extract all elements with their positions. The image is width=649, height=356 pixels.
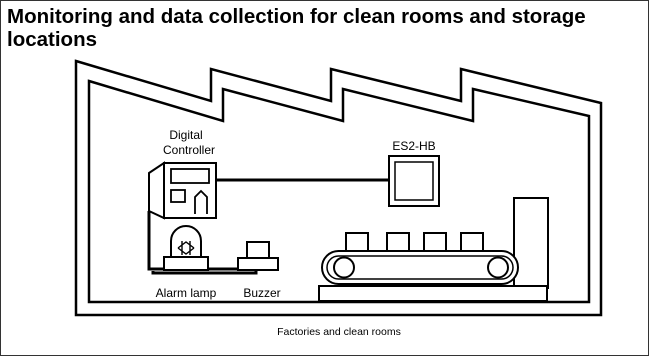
label-buzzer: Buzzer — [243, 286, 280, 300]
es2hb-device — [388, 155, 440, 207]
conveyor-platform — [318, 285, 548, 302]
conveyor-box-2 — [386, 232, 410, 252]
conveyor-box-3 — [423, 232, 447, 252]
tall-tower — [513, 197, 549, 289]
controller-display — [170, 168, 210, 184]
conveyor-machine — [318, 197, 549, 302]
buzzer-base — [237, 257, 279, 271]
label-digital: Digital — [169, 128, 202, 142]
factory-outer-wall — [74, 59, 603, 317]
figure-caption: Factories and clean rooms — [277, 326, 401, 338]
buzzer — [237, 241, 279, 271]
conveyor-left-roller — [333, 256, 355, 279]
controller-to-alarm-wire — [147, 211, 166, 271]
label-controller: Controller — [163, 143, 215, 157]
es2hb-inner — [394, 161, 434, 201]
controller-side-panel — [148, 161, 165, 220]
digital-controller — [148, 161, 217, 220]
conveyor-box-4 — [460, 232, 484, 252]
conveyor-box-1 — [345, 232, 369, 252]
conveyor-right-roller — [487, 256, 509, 279]
controller-key — [194, 189, 208, 214]
label-es2hb: ES2-HB — [392, 139, 435, 153]
figure-title: Monitoring and data collection for clean… — [7, 5, 586, 51]
controller-button — [170, 189, 186, 203]
alarm-lamp — [163, 225, 209, 271]
alarm-lamp-element — [177, 241, 195, 255]
buzzer-top — [246, 241, 270, 259]
label-alarm-lamp: Alarm lamp — [156, 286, 217, 300]
alarm-lamp-base — [163, 256, 209, 271]
conveyor-belt-inner — [326, 255, 514, 280]
